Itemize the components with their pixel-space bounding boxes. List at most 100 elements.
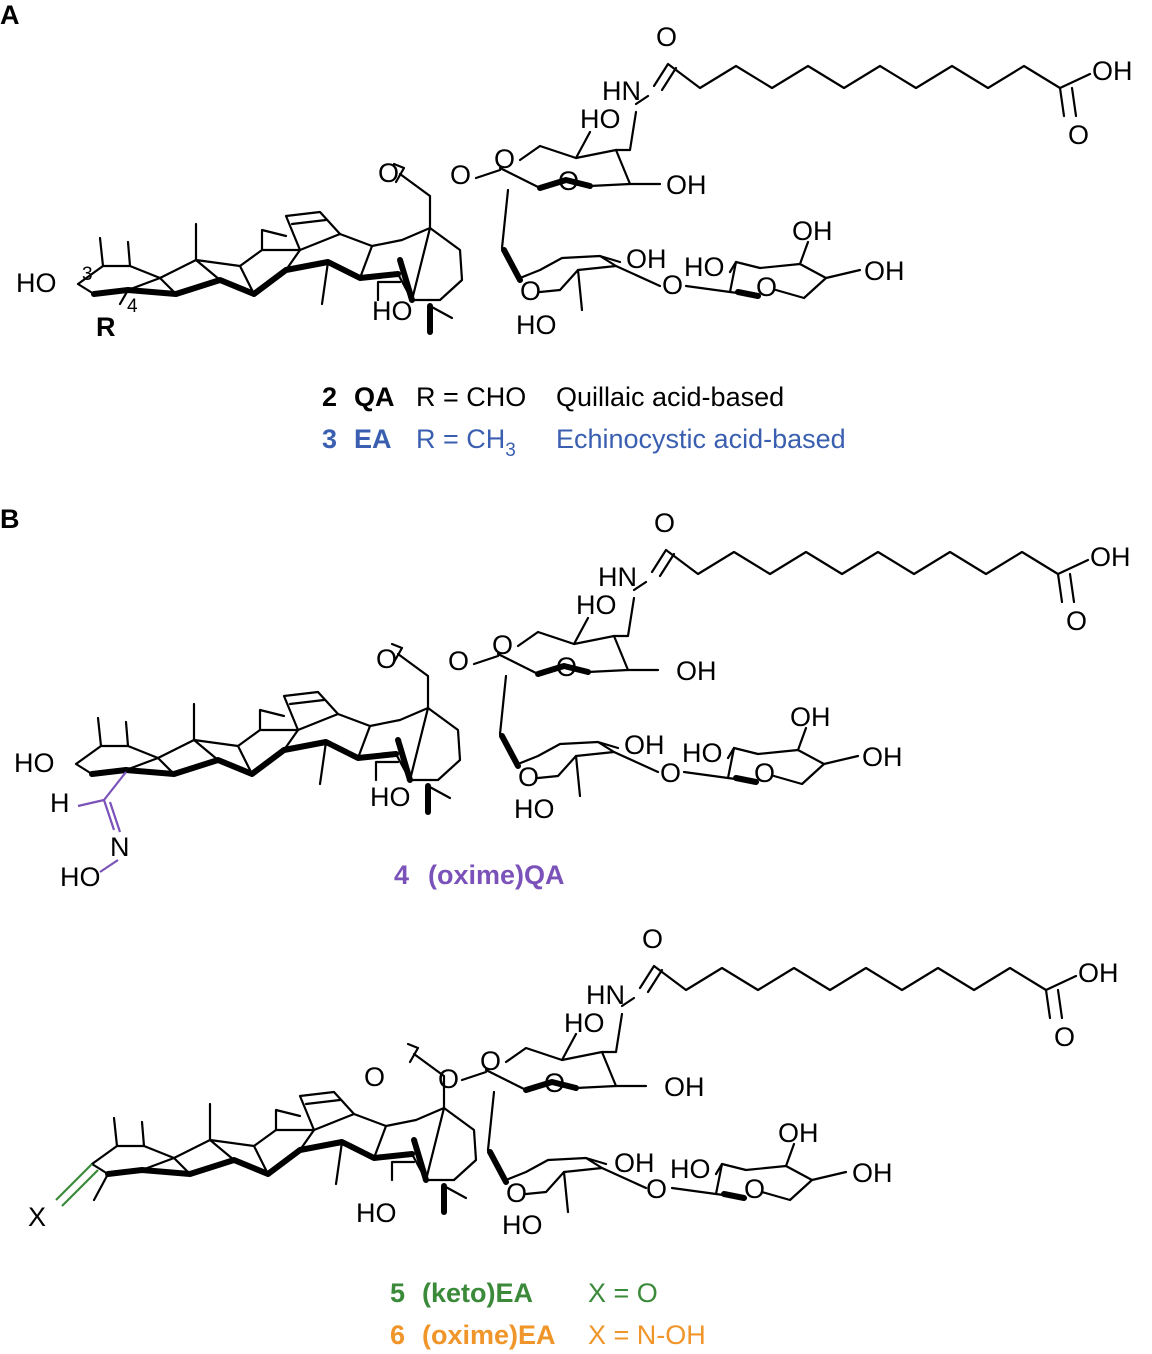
rha-ho-label-56: HO — [502, 1210, 543, 1240]
fuc-ring-o-label: O — [494, 144, 515, 174]
panel-a-letter: A — [0, 0, 20, 30]
caption-5-number: 5 — [390, 1278, 405, 1308]
x-group-label: X — [28, 1202, 46, 1232]
acid-oh-label-56: OH — [1078, 958, 1119, 988]
fucose-ring — [474, 110, 662, 191]
oh-e-ring-label-4: HO — [370, 782, 411, 812]
xyl-oh-right-label: OH — [864, 256, 905, 286]
xyl-ring-o-label-56: O — [744, 1174, 765, 1204]
amide-o-label-4: O — [654, 508, 675, 538]
position-3-label: 3 — [82, 264, 93, 285]
oxime-n-label: N — [110, 832, 130, 862]
xyl-ring-o-label-4: O — [754, 758, 775, 788]
caption-2-name: Quillaic acid-based — [556, 382, 784, 412]
ester-o-label-4: O — [448, 646, 469, 676]
rhamnose-ring — [500, 188, 662, 312]
fuc-ho-label-4: HO — [576, 590, 617, 620]
xyl-oh-right-label-56: OH — [852, 1158, 893, 1188]
fuc-anomer-o-label: O — [558, 166, 579, 196]
caption-5-name: (keto)EA — [422, 1278, 533, 1308]
fuc-anomer-o-label-56: O — [544, 1068, 565, 1098]
xyl-ho-label: HO — [684, 252, 725, 282]
caption-6-name: (oxime)EA — [422, 1320, 556, 1350]
xyl-ring-o-label: O — [756, 272, 777, 302]
caption-compound-3: 3 EA R = CH3 Echinocystic acid-based — [322, 424, 846, 461]
link-o-label-56: O — [646, 1174, 667, 1204]
fuc-oh-label: OH — [666, 170, 707, 200]
acid-oh-label-4: OH — [1090, 542, 1131, 572]
acid-o-label: O — [1068, 120, 1089, 150]
caption-4-name: (oxime)QA — [428, 860, 565, 890]
xyl-oh-right-label-4: OH — [862, 742, 903, 772]
xyl-oh-top-label-4: OH — [790, 702, 831, 732]
carbonyl-o-label-4: O — [376, 644, 397, 674]
rha-oh-label-4: OH — [624, 730, 665, 760]
amide-o-label-56: O — [642, 924, 663, 954]
oh-c3-label: HO — [16, 268, 57, 298]
caption-2-formula: R = CHO — [416, 382, 526, 412]
triterpene-core-56 — [90, 1042, 478, 1215]
xyl-oh-top-label-56: OH — [778, 1118, 819, 1148]
oh-e-ring-label: HO — [372, 296, 413, 326]
caption-3-abbr: EA — [354, 424, 392, 454]
oxime-ho-label: HO — [60, 862, 101, 892]
rha-ring-o-label-4: O — [518, 762, 539, 792]
caption-3-number: 3 — [322, 424, 337, 454]
caption-compound-6: 6 (oxime)EA X = N-OH — [390, 1320, 706, 1350]
sugar-chain-4 — [472, 548, 1090, 798]
caption-6-formula: X = N-OH — [588, 1320, 706, 1350]
oh-c3-label-4: HO — [14, 748, 55, 778]
fuc-oh-label-4: OH — [676, 656, 717, 686]
rha-ho-label-4: HO — [514, 794, 555, 824]
rha-ho-label: HO — [516, 310, 557, 340]
panel-b-letter: B — [0, 504, 20, 534]
caption-compound-2: 2 QA R = CHO Quillaic acid-based — [322, 382, 784, 412]
rha-oh-label: OH — [626, 244, 667, 274]
caption-3-name: Echinocystic acid-based — [556, 424, 846, 454]
caption-3-formula: R = CH3 — [416, 424, 516, 461]
nh-label: HN — [602, 76, 641, 106]
carbonyl-o-label-56: O — [364, 1062, 385, 1092]
caption-compound-5: 5 (keto)EA X = O — [390, 1278, 658, 1308]
oh-e-ring-label-56: HO — [356, 1198, 397, 1228]
position-4-label: 4 — [127, 296, 138, 317]
link-o-label-4: O — [660, 758, 681, 788]
link-o-label: O — [662, 270, 683, 300]
fuc-ring-o-label-56: O — [480, 1046, 501, 1076]
compound-4-structure: HO H N HO HO O O O O HO OH HN O OH O O H… — [14, 508, 1131, 892]
rha-oh-label-56: OH — [614, 1148, 655, 1178]
acid-oh-label: OH — [1092, 56, 1133, 86]
nh-label-4: HN — [598, 562, 637, 592]
xyl-oh-top-label: OH — [792, 216, 833, 246]
triterpene-core — [76, 162, 464, 335]
caption-5-formula: X = O — [588, 1278, 658, 1308]
acid-o-label-4: O — [1066, 606, 1087, 636]
carbonyl-o-label: O — [378, 158, 399, 188]
rha-ring-o-label-56: O — [506, 1178, 527, 1208]
caption-2-number: 2 — [322, 382, 337, 412]
oxime-h-label: H — [50, 788, 70, 818]
fuc-ho-label-56: HO — [564, 1008, 605, 1038]
rha-ring-o-label: O — [520, 276, 541, 306]
fuc-anomer-o-label-4: O — [556, 652, 577, 682]
caption-6-number: 6 — [390, 1320, 405, 1350]
compound-5-6-structure: X HO O O O O HO OH HN O OH O O HO OH O H… — [28, 924, 1119, 1240]
xyl-ho-label-56: HO — [670, 1154, 711, 1184]
fuc-ho-label: HO — [580, 104, 621, 134]
compound-2-3-structure: HO 3 4 R HO O O O O HO OH HN O OH O O HO… — [16, 22, 1133, 342]
xyl-ho-label-4: HO — [682, 738, 723, 768]
fuc-oh-label-56: OH — [664, 1072, 705, 1102]
r-group-label: R — [96, 312, 116, 342]
ester-o-label: O — [450, 160, 471, 190]
nh-label-56: HN — [586, 980, 625, 1010]
acid-o-label-56: O — [1054, 1022, 1075, 1052]
ester-o-label-56: O — [438, 1064, 459, 1094]
xylose-ring — [684, 240, 862, 300]
amide-o-label: O — [656, 22, 677, 52]
caption-2-abbr: QA — [354, 382, 395, 412]
fuc-ring-o-label-4: O — [492, 630, 513, 660]
caption-4-number: 4 — [394, 860, 409, 890]
caption-compound-4: 4 (oxime)QA — [394, 860, 565, 890]
sugar-chain-56 — [460, 964, 1078, 1214]
